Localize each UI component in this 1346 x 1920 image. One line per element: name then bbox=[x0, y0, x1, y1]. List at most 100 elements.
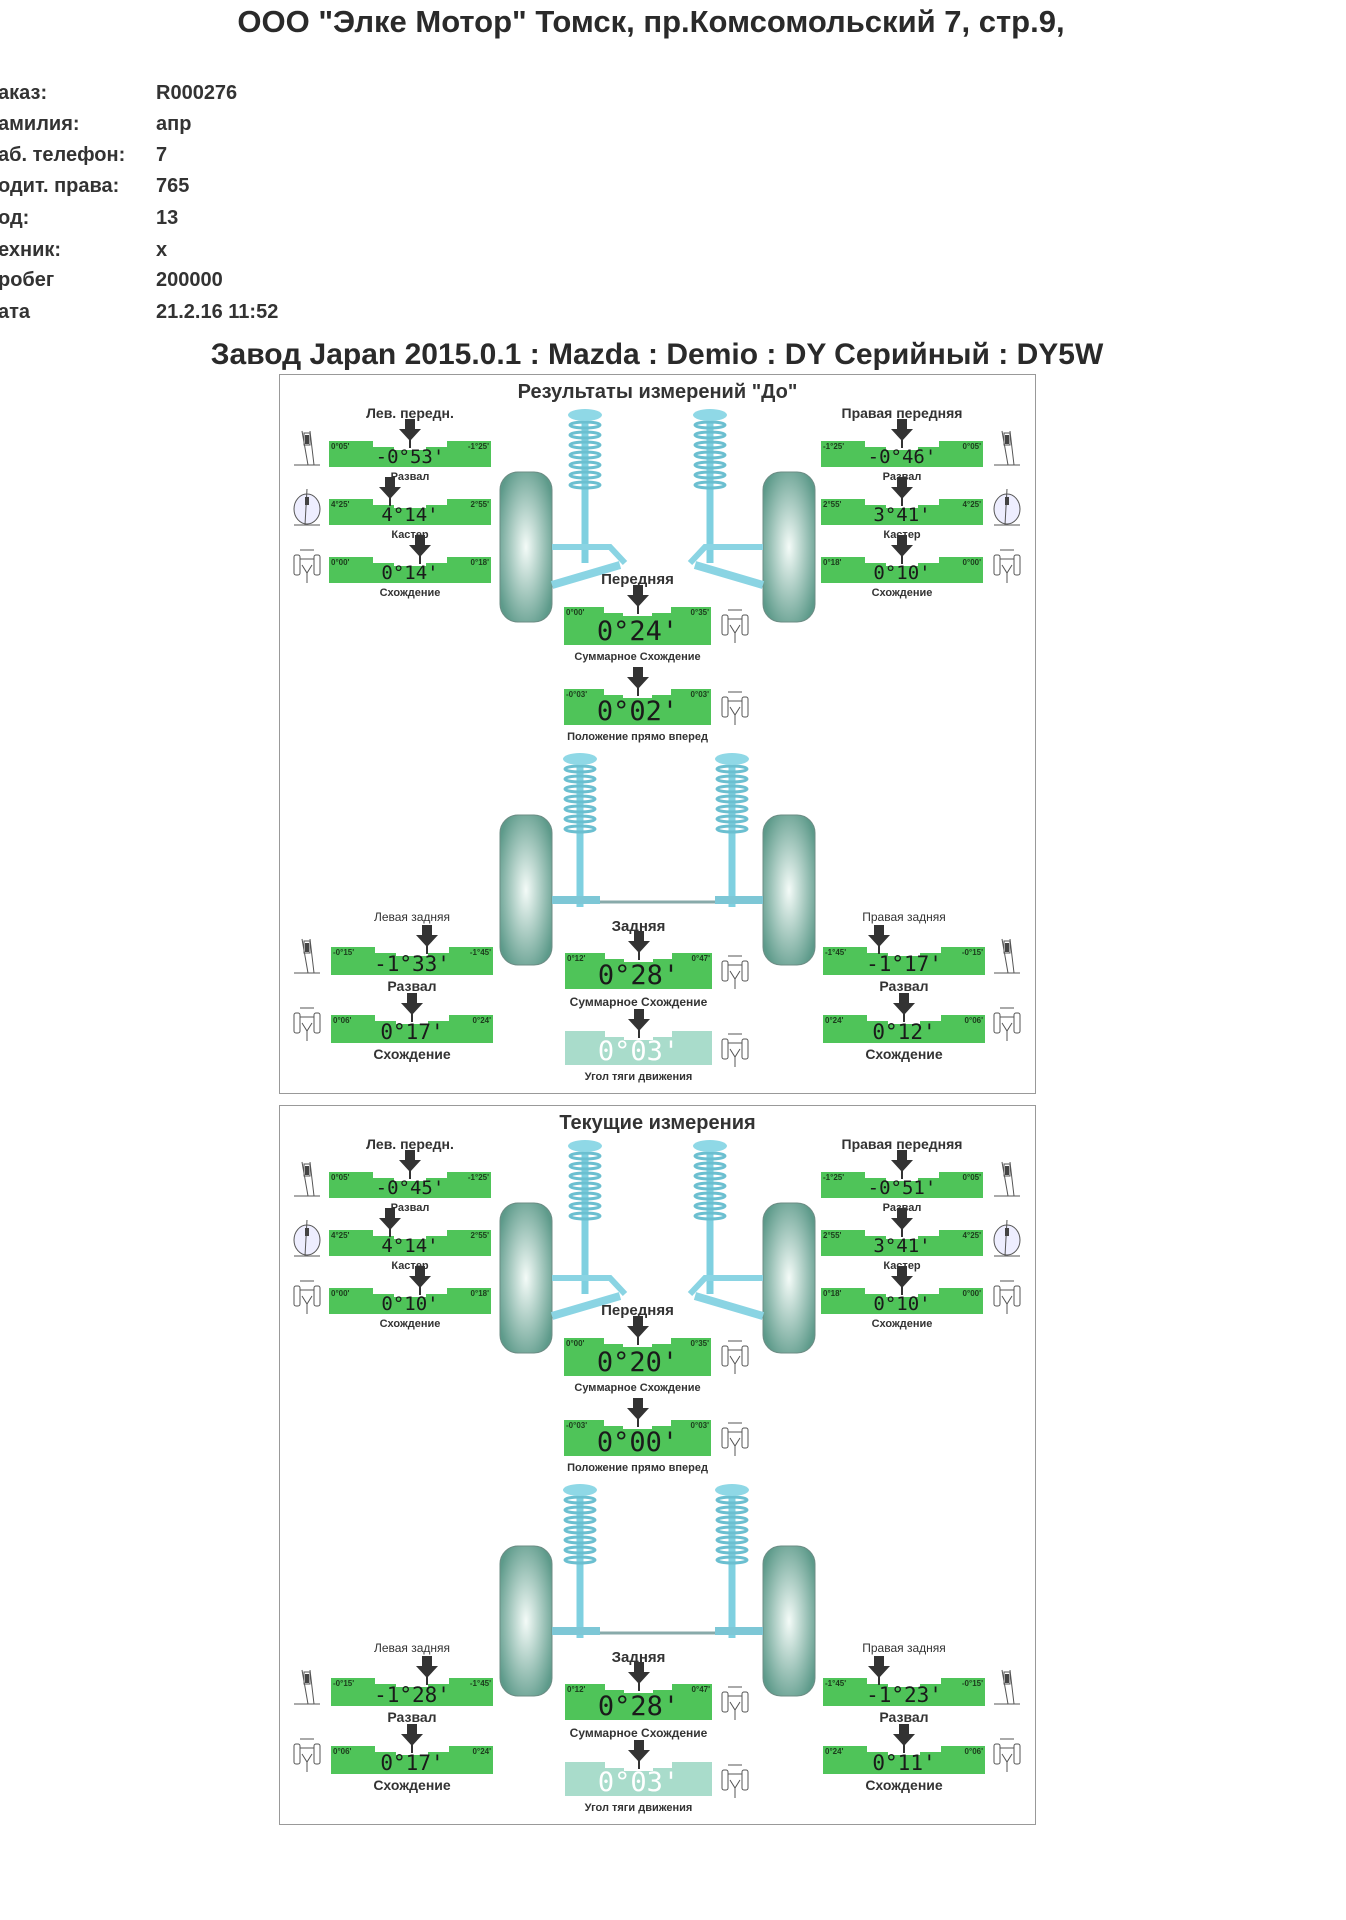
gauge-value: -1°23' bbox=[866, 1683, 942, 1707]
gauge-value: 0°28' bbox=[597, 1691, 680, 1722]
gauge-min: 0°00' bbox=[331, 1289, 350, 1298]
gauge-notch bbox=[885, 1236, 919, 1239]
gauge-max: 0°06' bbox=[964, 1747, 983, 1756]
gauge-notch bbox=[623, 1768, 654, 1771]
gauge-notch bbox=[885, 1178, 919, 1181]
front-left-toe-gauge: 0°00'0°18'0°14' bbox=[329, 557, 491, 583]
pointer-arrow-icon bbox=[891, 1266, 913, 1295]
gauge-label: Схождение bbox=[865, 1777, 943, 1793]
gauge-min: 0°06' bbox=[333, 1016, 352, 1025]
gauge-notch bbox=[622, 695, 653, 698]
pointer-arrow-icon bbox=[399, 419, 421, 448]
gauge-min: 4°25' bbox=[331, 500, 350, 509]
gauge-max: 4°25' bbox=[962, 1231, 981, 1240]
info-value: 7 bbox=[156, 144, 168, 166]
gauge-label: Схождение bbox=[379, 1318, 441, 1330]
panel-title: Текущие измерения bbox=[559, 1112, 756, 1134]
gauge-label: Развал bbox=[390, 1202, 430, 1214]
gauge-max: 0°24' bbox=[472, 1747, 491, 1756]
gauge-label: Развал bbox=[387, 978, 437, 994]
rear-axle-title: Задняя bbox=[611, 918, 666, 935]
suspension-illustration bbox=[499, 409, 816, 966]
gauge-max: 0°47' bbox=[691, 954, 710, 963]
rear-axle-title: Задняя bbox=[611, 1649, 666, 1666]
gauge-max: -0°15' bbox=[961, 948, 983, 957]
gauge-value: -0°46' bbox=[867, 446, 937, 468]
pointer-arrow-icon bbox=[401, 1724, 423, 1753]
gauge-value: 0°14' bbox=[381, 562, 439, 584]
gauge-min: 0°00' bbox=[566, 608, 585, 617]
gauge-value: 0°10' bbox=[873, 562, 931, 584]
pointer-arrow-icon bbox=[626, 1398, 649, 1427]
toe-icon bbox=[993, 549, 1021, 583]
pointer-arrow-icon bbox=[868, 1656, 890, 1685]
gauge-label: Суммарное Схождение bbox=[569, 1726, 708, 1740]
gauge-value: -1°17' bbox=[866, 952, 942, 976]
gauge-label: Схождение bbox=[871, 587, 933, 599]
gauge-notch bbox=[372, 557, 448, 563]
info-label: од: bbox=[0, 207, 30, 229]
gauge-min: 0°12' bbox=[567, 1685, 586, 1694]
gauge-value: 0°03' bbox=[597, 1036, 680, 1067]
front-left-title: Лев. передн. bbox=[366, 405, 454, 421]
caster-icon bbox=[293, 1219, 321, 1257]
toe-icon bbox=[293, 549, 321, 583]
pointer-arrow-icon bbox=[627, 1740, 650, 1769]
gauge-value: -1°28' bbox=[374, 1683, 450, 1707]
pointer-arrow-icon bbox=[416, 925, 438, 954]
gauge-min: 0°24' bbox=[825, 1016, 844, 1025]
gauge-min: -1°25' bbox=[823, 1173, 845, 1182]
info-label: амилия: bbox=[0, 113, 80, 135]
gauge-min: -1°45' bbox=[825, 1679, 847, 1688]
gauge-max: 4°25' bbox=[962, 500, 981, 509]
gauge-value: 0°24' bbox=[596, 616, 679, 647]
gauge-notch bbox=[887, 1684, 921, 1687]
gauge-notch bbox=[885, 563, 919, 566]
front-left-caster-gauge: 4°25'2°55'4°14' bbox=[329, 1230, 491, 1256]
gauge-notch bbox=[623, 1037, 654, 1040]
gauge-min: 0°05' bbox=[331, 442, 350, 451]
front-right-title: Правая передняя bbox=[841, 405, 963, 421]
gauge-value: 0°12' bbox=[872, 1020, 936, 1044]
gauge-label: Развал bbox=[387, 1709, 437, 1725]
pointer-arrow-icon bbox=[891, 1150, 913, 1179]
info-label: одит. права: bbox=[0, 175, 120, 197]
pointer-arrow-icon bbox=[891, 535, 913, 564]
front-axle-title: Передняя bbox=[601, 571, 674, 588]
gauge-label: Кастер bbox=[391, 529, 429, 541]
caster-icon bbox=[293, 488, 321, 526]
gauge-notch bbox=[622, 1426, 653, 1429]
gauge-notch bbox=[374, 947, 450, 953]
gauge-label: Схождение bbox=[373, 1777, 451, 1793]
gauge-min: 0°24' bbox=[825, 1747, 844, 1756]
rear-axle-total-toe-gauge: 0°12'0°47'0°28' bbox=[565, 1684, 712, 1720]
toe-icon bbox=[993, 1007, 1021, 1041]
info-label: ата bbox=[0, 301, 31, 323]
gauge-label: Схождение bbox=[379, 587, 441, 599]
gauge-notch bbox=[393, 1236, 427, 1239]
gauge-label: Угол тяги движения bbox=[584, 1071, 693, 1083]
gauge-value: 4°14' bbox=[381, 504, 439, 526]
rear-right-title: Правая задняя bbox=[862, 1641, 946, 1655]
straight-ahead-icon bbox=[721, 1422, 749, 1456]
gauge-notch bbox=[393, 505, 427, 508]
pointer-arrow-icon bbox=[627, 1662, 650, 1691]
gauge-max: -1°45' bbox=[469, 948, 491, 957]
gauge-value: 0°20' bbox=[596, 1347, 679, 1378]
info-value: x bbox=[156, 239, 168, 261]
rear-right-camber-gauge: -1°45'-0°15'-1°17' bbox=[823, 947, 985, 975]
company-header: ООО "Элке Мотор" Томск, пр.Комсомольский… bbox=[237, 4, 1065, 39]
gauge-notch bbox=[395, 1684, 429, 1687]
gauge-notch bbox=[393, 1294, 427, 1297]
gauge-notch bbox=[885, 505, 919, 508]
gauge-min: 0°18' bbox=[823, 558, 842, 567]
gauge-min: -0°03' bbox=[566, 690, 588, 699]
gauge-label: Суммарное Схождение bbox=[574, 1382, 701, 1394]
gauge-max: 0°03' bbox=[690, 690, 709, 699]
camber-icon bbox=[994, 430, 1020, 466]
pointer-arrow-icon bbox=[379, 1208, 401, 1237]
gauge-min: 2°55' bbox=[823, 1231, 842, 1240]
pointer-arrow-icon bbox=[399, 1150, 421, 1179]
thrust-angle-icon bbox=[721, 1764, 749, 1798]
gauge-min: 4°25' bbox=[331, 1231, 350, 1240]
